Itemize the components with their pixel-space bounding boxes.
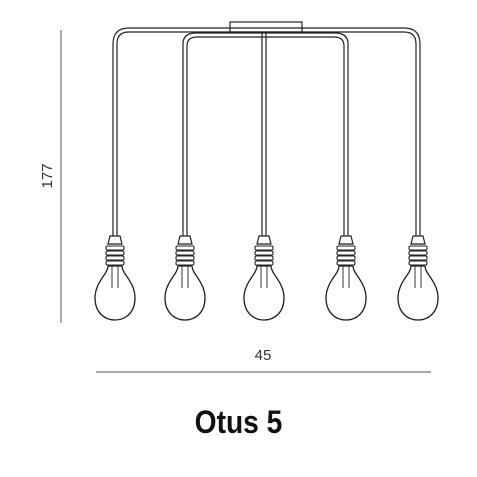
bulb-thread xyxy=(105,255,125,261)
bulb-thread xyxy=(254,250,274,256)
bulb-thread xyxy=(336,255,356,261)
bulb-filament xyxy=(342,266,350,288)
bulb-glass xyxy=(164,265,206,321)
bulb-glass xyxy=(243,265,285,321)
bulbs-group xyxy=(94,235,439,321)
bulb-thread xyxy=(336,245,356,251)
bulb-filament xyxy=(181,266,189,288)
bulb-filament xyxy=(414,266,422,288)
bulb-thread xyxy=(175,260,195,266)
bulb-glass xyxy=(325,265,367,321)
bulb-thread xyxy=(408,260,428,266)
bulb-thread xyxy=(408,255,428,261)
bulb-thread xyxy=(408,245,428,251)
bulb-2 xyxy=(164,235,206,321)
bulb-socket-cap xyxy=(107,235,123,245)
bulb-5 xyxy=(397,235,439,321)
bulb-thread xyxy=(254,255,274,261)
ceiling-canopy xyxy=(229,21,303,33)
bulb-thread xyxy=(254,260,274,266)
bulb-glass xyxy=(397,265,439,321)
bulb-socket-cap xyxy=(338,235,354,245)
bulb-thread xyxy=(175,250,195,256)
bulb-thread xyxy=(105,260,125,266)
bulb-socket-cap xyxy=(410,235,426,245)
bulb-thread xyxy=(175,255,195,261)
height-dimension-label: 177 xyxy=(39,163,56,188)
bulb-thread xyxy=(408,250,428,256)
outer-rail xyxy=(112,27,421,236)
bulb-3 xyxy=(243,235,285,321)
bulb-thread xyxy=(254,245,274,251)
bulb-thread xyxy=(175,245,195,251)
bulb-glass xyxy=(94,265,136,321)
bulb-4 xyxy=(325,235,367,321)
bulb-socket-cap xyxy=(177,235,193,245)
product-title: Otus 5 xyxy=(194,404,283,440)
width-dimension-label: 45 xyxy=(255,347,272,364)
bulb-thread xyxy=(105,250,125,256)
bulb-thread xyxy=(336,250,356,256)
bulb-1 xyxy=(94,235,136,321)
bulb-thread xyxy=(105,245,125,251)
bulb-filament xyxy=(111,266,119,288)
bulb-filament xyxy=(260,266,268,288)
bulb-socket-cap xyxy=(256,235,272,245)
bulb-thread xyxy=(336,260,356,266)
